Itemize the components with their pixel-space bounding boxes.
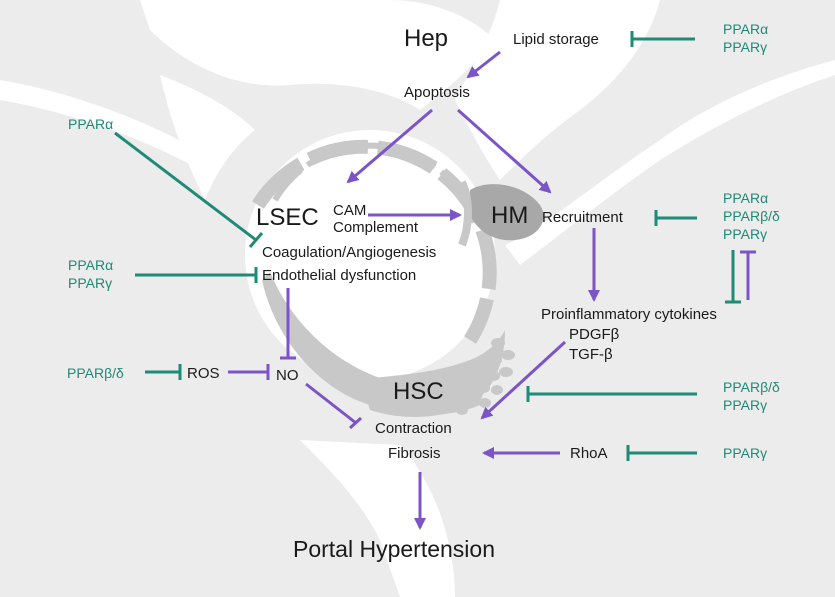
label-lipid-storage: Lipid storage [513, 31, 599, 48]
label-no: NO [276, 367, 299, 384]
ppar-top-right-2: PPARγ [723, 39, 767, 55]
label-coagulation: Coagulation/Angiogenesis [262, 244, 436, 261]
label-hm: HM [491, 202, 528, 229]
label-lsec: LSEC [256, 204, 319, 231]
label-contraction: Contraction [375, 420, 452, 437]
ppar-hsc-1: PPARβ/δ [723, 379, 780, 395]
label-cam: CAM [333, 202, 366, 219]
arrow-cytokines-to-hsc [480, 340, 567, 420]
label-portal-hypertension: Portal Hypertension [293, 536, 495, 562]
hepatocyte-region-right [455, 0, 660, 180]
ppar-recruitment-2: PPARβ/δ [723, 208, 780, 224]
label-proinflammatory: Proinflammatory cytokines [541, 306, 717, 323]
ppar-hsc-2: PPARγ [723, 397, 767, 413]
sinusoid-left-white [0, 80, 215, 175]
arrow-lipid-to-apoptosis [466, 50, 501, 79]
hm-cell [470, 184, 544, 241]
arrow-apoptosis-to-recruitment [457, 108, 552, 194]
ppar-recruitment-3: PPARγ [723, 226, 767, 242]
label-tgfb: TGF-β [569, 346, 613, 363]
label-apoptosis: Apoptosis [404, 84, 470, 101]
arrow-apoptosis-to-lsec [346, 108, 433, 184]
lsec-circle [245, 130, 495, 380]
label-pdgfb: PDGFβ [569, 326, 620, 343]
inhibitor-no-to-contraction [305, 382, 357, 425]
ppar-rhoa: PPARγ [723, 445, 767, 461]
ppar-top-right-1: PPARα [723, 21, 768, 37]
label-rhoa: RhoA [570, 445, 608, 462]
label-fibrosis: Fibrosis [388, 445, 441, 462]
ppar-left-bottom: PPARβ/δ [67, 365, 124, 381]
sinusoid-lower-white [300, 440, 455, 597]
hepatocyte-region-top [140, 0, 495, 110]
label-hsc: HSC [393, 378, 444, 405]
label-recruitment: Recruitment [542, 209, 624, 226]
lsec-fenestrated-wall-inner [272, 142, 473, 212]
ppar-left-mid-1: PPARα [68, 257, 113, 273]
ppar-left-mid-2: PPARγ [68, 275, 112, 291]
hm-arc [458, 180, 472, 247]
inhibitor-ppara-to-coagulation [114, 131, 257, 242]
label-endothelial: Endothelial dysfunction [262, 267, 416, 284]
teal-inhibitors [114, 31, 741, 461]
hsc-lipid-droplets [456, 338, 515, 415]
ppar-recruitment-1: PPARα [723, 190, 768, 206]
label-ros: ROS [187, 365, 220, 382]
purple-inhibitors [228, 250, 756, 430]
ppar-left-top: PPARα [68, 116, 113, 132]
sinusoid-right-white [505, 60, 835, 265]
hepatocyte-region-left-wedge [160, 75, 255, 200]
activation-arrows [346, 50, 600, 530]
label-hep: Hep [404, 25, 448, 52]
label-complement: Complement [333, 219, 419, 236]
